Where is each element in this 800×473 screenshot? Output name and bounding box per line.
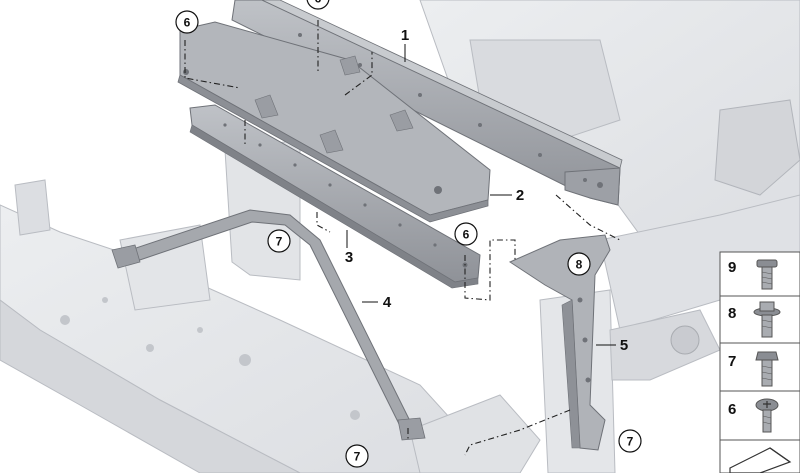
right-lower-bracket [609,309,721,381]
shock-tower [714,99,800,196]
part-5-side-bracket [508,234,611,451]
assembly-lines [184,20,621,456]
svg-text:6: 6 [463,228,470,242]
svg-text:8: 8 [728,305,736,322]
svg-text:6: 6 [315,0,322,6]
bumper-carrier-face [0,299,301,473]
svg-text:8: 8 [576,258,583,272]
leader-lines [346,44,616,346]
callout-strut-bottom: 7 [345,444,369,468]
svg-text:6: 6 [728,401,736,418]
label-part-1: 1 [401,27,409,44]
svg-text:9: 9 [728,259,736,276]
part-3-lower-tiebar [189,104,481,289]
callout-mid-right: 6 [454,222,478,246]
callout-bracket-top: 8 [567,252,591,276]
callout-strut-top: 7 [267,229,291,253]
inner-frame [469,39,621,141]
legend-row-6: 6 [728,398,779,433]
fastener-legend: 9 8 7 [719,251,800,473]
hex-bolt-icon [755,351,779,387]
label-part-2: 2 [516,187,524,204]
torx-pan-screw-icon [755,398,779,433]
svg-text:7: 7 [627,435,634,449]
washer-bolt-icon [753,301,781,338]
callout-top-mid: 6 [306,0,330,10]
svg-text:7: 7 [354,450,361,464]
callout-top-left: 6 [175,10,199,34]
label-part-4: 4 [383,294,392,311]
part-1-upper-crossmember [231,0,623,206]
left-bracket-structure [14,179,51,236]
svg-text:7: 7 [276,235,283,249]
legend-row-8: 8 [728,301,781,338]
part-4-diagonal-strut [111,209,426,441]
legend-row-9: 9 [728,259,778,290]
bumper-holes [60,297,360,420]
mount-bushing [670,325,700,355]
svg-text:7: 7 [728,353,736,370]
lower-housing [409,394,541,473]
legend-footer-icon [729,447,792,473]
label-part-3: 3 [345,249,353,266]
part-2-shield-plate [177,21,491,223]
legend-row-7: 7 [728,351,779,387]
flange-bolt-icon [756,259,778,290]
svg-text:6: 6 [184,16,191,30]
callout-bracket-bottom: 7 [618,429,642,453]
label-part-5: 5 [620,337,628,354]
